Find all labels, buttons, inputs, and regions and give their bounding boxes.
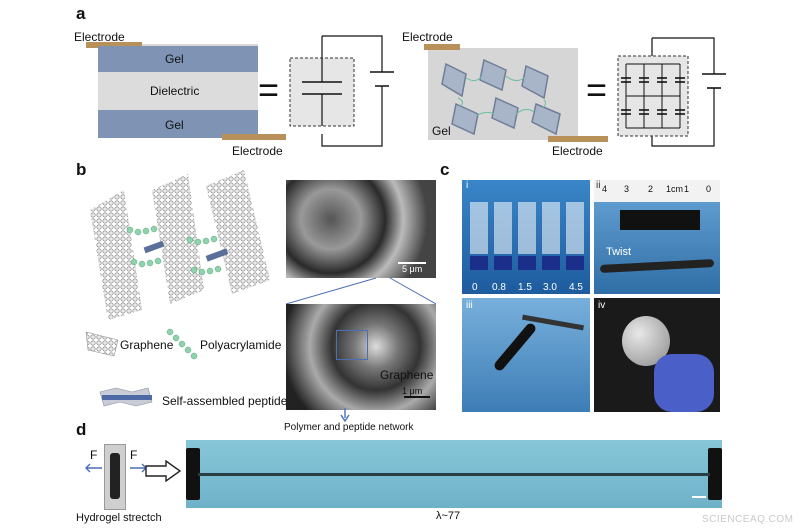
force-label-left: F bbox=[90, 448, 98, 462]
twist-label: Twist bbox=[606, 246, 632, 258]
vial-value-2: 1.5 bbox=[518, 282, 532, 293]
ruler-num-4: 0 bbox=[706, 184, 712, 194]
label-electrode-top-left: Electrode bbox=[74, 30, 125, 44]
polyacrylamide-legend-icon bbox=[166, 328, 198, 360]
twisted-hydrogel bbox=[599, 259, 715, 273]
sem-image-bottom bbox=[286, 304, 436, 410]
electrode-bottom-plate-right bbox=[548, 136, 608, 142]
network-caption: Polymer and peptide network bbox=[284, 422, 414, 433]
vial-value-4: 4.5 bbox=[569, 282, 583, 293]
stretched-fiber bbox=[198, 473, 710, 476]
equals-sign-left: = bbox=[258, 69, 280, 110]
ruler bbox=[594, 180, 720, 202]
panel-c-label: c bbox=[440, 160, 450, 179]
electrode-bottom-plate bbox=[222, 134, 286, 140]
zoom-connector-lines bbox=[286, 277, 436, 305]
ruler-twist-photo bbox=[594, 180, 720, 294]
panel-b-label: b bbox=[76, 160, 87, 179]
label-dielectric: Dielectric bbox=[150, 84, 200, 98]
glove-hand bbox=[654, 354, 714, 412]
vial-caps bbox=[470, 256, 586, 270]
vial-row bbox=[470, 202, 586, 254]
ruler-num-1: 3 bbox=[624, 184, 630, 194]
legend-polyacrylamide: Polyacrylamide bbox=[200, 338, 282, 352]
panel-a-label: a bbox=[76, 4, 86, 23]
ruler-num-2: 2 bbox=[648, 184, 654, 194]
sem-zoom-box bbox=[336, 330, 368, 360]
stretch-caption: Hydrogel strectch bbox=[76, 512, 162, 524]
label-gel-right: Gel bbox=[432, 124, 451, 138]
clamp-right bbox=[708, 448, 722, 500]
graphene-sheet-network-icon bbox=[441, 58, 561, 136]
dielectric-layer bbox=[98, 72, 258, 110]
vial-value-0: 0 bbox=[472, 282, 478, 293]
ruler-num-0: 4 bbox=[602, 184, 608, 194]
hydrogel-stretch-small-photo bbox=[104, 444, 126, 510]
vial-value-1: 0.8 bbox=[492, 282, 506, 293]
force-label-right: F bbox=[130, 448, 138, 462]
sub-ii: ii bbox=[596, 180, 601, 191]
label-electrode-bottom-right: Electrode bbox=[552, 144, 603, 158]
label-electrode-bottom-left: Electrode bbox=[232, 144, 283, 158]
force-arrows-icon bbox=[85, 463, 147, 473]
stretched-hydrogel-photo bbox=[186, 440, 722, 508]
circuit-single-capacitor bbox=[289, 35, 394, 147]
sub-iv: iv bbox=[598, 300, 606, 311]
hydrogel-strip bbox=[620, 210, 700, 230]
arrow-down-icon bbox=[340, 408, 350, 422]
lambda-label: λ~77 bbox=[436, 510, 461, 522]
ruler-num-3: 1 bbox=[684, 184, 690, 194]
gel-top-layer bbox=[98, 46, 258, 72]
sem-scale-label-top: 5 μm bbox=[402, 264, 423, 274]
clamp-left bbox=[186, 448, 200, 500]
electrode-top-plate bbox=[86, 42, 142, 48]
bent-hydrogel bbox=[492, 321, 538, 373]
electrode-top-plate-right bbox=[424, 44, 460, 50]
label-gel-top: Gel bbox=[165, 52, 184, 66]
gel-bottom-layer bbox=[98, 110, 258, 138]
vials-photo bbox=[462, 180, 590, 294]
sub-i: i bbox=[466, 180, 469, 191]
sem-scale-bar-bottom bbox=[404, 396, 430, 398]
panel-d-label: d bbox=[76, 420, 87, 439]
sem-scale-label-bottom: 1 μm bbox=[402, 386, 423, 396]
sem-scale-bar-top bbox=[398, 262, 426, 264]
ruler-unit: 1cm bbox=[666, 184, 684, 194]
peptide-legend-icon bbox=[99, 387, 153, 407]
arrow-right-icon bbox=[145, 460, 182, 482]
legend-graphene: Graphene bbox=[120, 338, 174, 352]
scale-bar-d bbox=[692, 496, 706, 498]
graphene-polymer-peptide-model-icon bbox=[90, 170, 270, 320]
label-electrode-top-right: Electrode bbox=[402, 30, 453, 44]
bent-strip-photo bbox=[462, 298, 590, 412]
legend-peptide: Self-assembled peptide bbox=[162, 394, 288, 408]
watermark: SCIENCEAQ.COM bbox=[702, 514, 794, 525]
sem-graphene-label: Graphene bbox=[380, 368, 434, 382]
label-gel-bottom: Gel bbox=[165, 118, 184, 132]
sem-image-top bbox=[286, 180, 436, 278]
equals-sign-right: = bbox=[586, 69, 608, 110]
circuit-capacitor-network bbox=[617, 37, 726, 147]
sub-iii: iii bbox=[466, 300, 473, 311]
graphene-legend-icon bbox=[85, 331, 119, 357]
balloon-photo bbox=[594, 298, 720, 412]
vial-value-3: 3.0 bbox=[543, 282, 557, 293]
hydrogel-small bbox=[110, 453, 120, 499]
